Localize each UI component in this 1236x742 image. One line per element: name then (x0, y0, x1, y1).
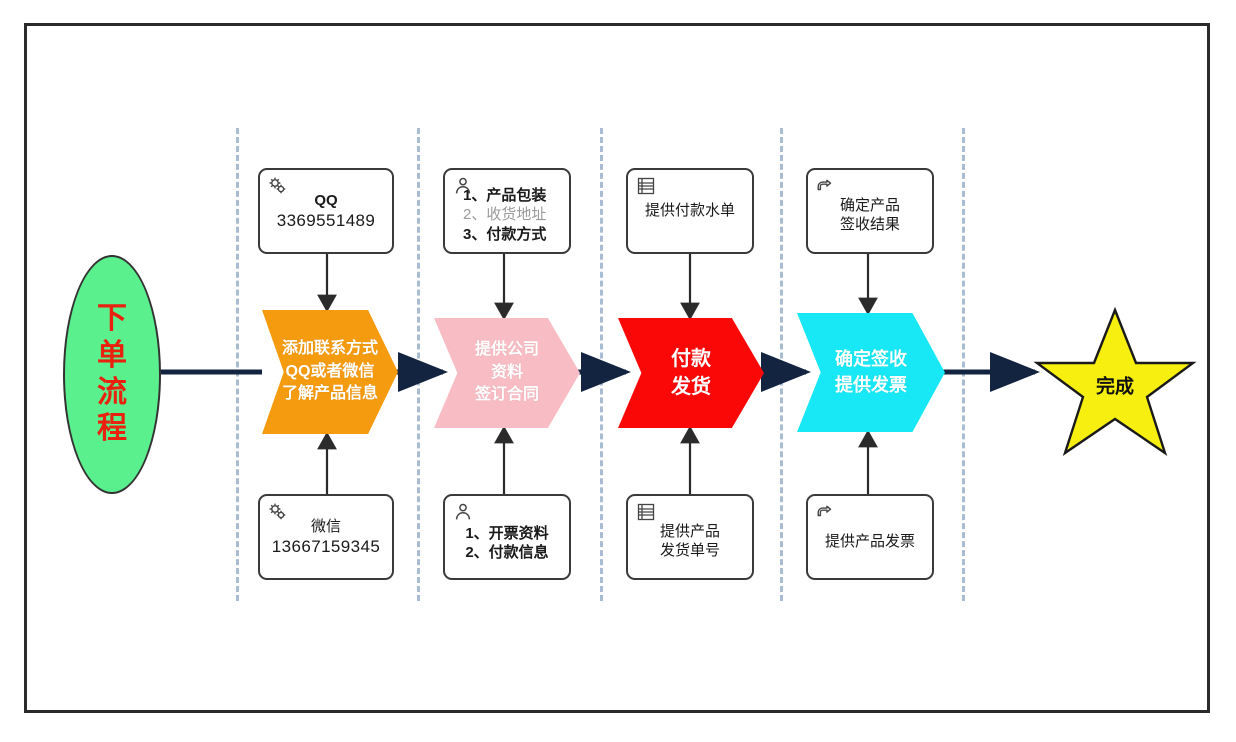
stage-3-chevron[interactable]: 付款 发货 (618, 318, 764, 428)
stage-4-chevron[interactable]: 确定签收 提供发票 (797, 313, 945, 432)
document-list-icon (635, 175, 657, 197)
person-icon (452, 501, 474, 523)
stage-3-label: 付款 发货 (671, 347, 711, 398)
note-stage-3-top[interactable]: 提供付款水单 (626, 168, 754, 254)
start-node[interactable]: 下 单 流 程 (63, 255, 161, 494)
end-node[interactable]: 完成 (1032, 306, 1198, 458)
note-line: 签收结果 (839, 216, 900, 233)
stage-2-label: 提供公司 资料 签订合同 (474, 340, 539, 404)
start-node-label: 下 单 流 程 (97, 302, 127, 446)
note-line: 2、收货地址 (463, 206, 547, 224)
lane-divider-4 (780, 128, 783, 601)
note-line: 微信 (310, 517, 341, 535)
note-stage-2-bottom[interactable]: 1、开票资料 2、付款信息 (443, 494, 571, 580)
note-line: 3、付款方式 (463, 225, 547, 243)
document-list-icon (635, 501, 657, 523)
note-stage-4-bottom[interactable]: 提供产品发票 (806, 494, 934, 580)
note-line: 提供付款水单 (644, 202, 735, 220)
note-line: 1、开票资料 (465, 524, 549, 542)
note-line: 发货单号 (659, 542, 720, 559)
note-line: 确定产品 (839, 196, 900, 214)
end-node-label: 完成 (1095, 376, 1134, 398)
note-stage-2-top[interactable]: 1、产品包装 2、收货地址 3、付款方式 (443, 168, 571, 254)
note-stage-1-bottom[interactable]: 微信 13667159345 (258, 494, 394, 580)
person-icon (452, 175, 474, 197)
note-line: 提供产品 (659, 522, 720, 540)
lane-divider-1 (236, 128, 239, 601)
stage-1-chevron[interactable]: 添加联系方式 QQ或者微信 了解产品信息 (262, 310, 398, 434)
stage-1-label: 添加联系方式 QQ或者微信 了解产品信息 (281, 339, 378, 403)
gears-icon (267, 501, 289, 523)
lane-divider-5 (962, 128, 965, 601)
stage-4-label: 确定签收 提供发票 (835, 348, 907, 395)
note-line: 2、付款信息 (465, 544, 549, 561)
gears-icon (267, 175, 289, 197)
note-line: 提供产品发票 (824, 533, 915, 551)
lane-divider-3 (600, 128, 603, 601)
stage-2-chevron[interactable]: 提供公司 资料 签订合同 (434, 318, 580, 428)
note-line: 3369551489 (276, 210, 376, 230)
note-line: 1、产品包装 (463, 187, 547, 205)
note-stage-3-bottom[interactable]: 提供产品 发货单号 (626, 494, 754, 580)
note-stage-4-top[interactable]: 确定产品 签收结果 (806, 168, 934, 254)
note-line: 13667159345 (271, 536, 381, 556)
note-line: QQ (314, 191, 338, 209)
pointing-hand-icon (815, 175, 837, 197)
star-shape (1033, 306, 1197, 456)
lane-divider-2 (417, 128, 420, 601)
pointing-hand-icon (815, 501, 837, 523)
note-stage-1-top[interactable]: QQ 3369551489 (258, 168, 394, 254)
